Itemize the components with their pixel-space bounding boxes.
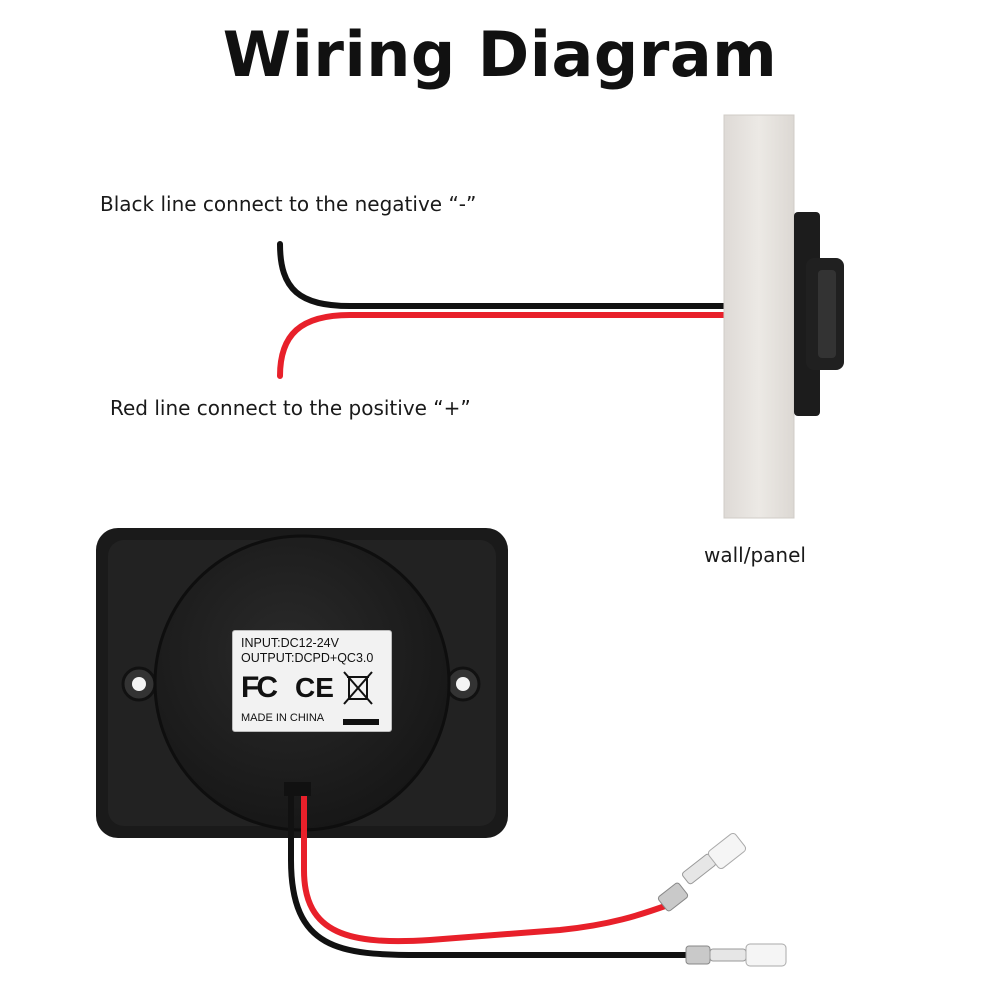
black-wire-bottom — [288, 787, 693, 958]
wall-panel-label: wall/panel — [704, 543, 806, 567]
red-wire-bottom — [301, 787, 671, 945]
weee-bar — [343, 719, 379, 725]
fc-logo: FC — [241, 671, 278, 704]
red-wire-top — [277, 312, 803, 379]
wall-panel — [723, 114, 795, 519]
red-wire-terminal — [657, 832, 747, 912]
red-line-label: Red line connect to the positive “+” — [110, 396, 471, 420]
product-label-sticker: INPUT:DC12-24V OUTPUT:DCPD+QC3.0 FC CE M… — [232, 630, 392, 732]
black-wire-terminal — [685, 943, 787, 967]
weee-bin-icon — [343, 671, 373, 705]
black-line-label: Black line connect to the negative “-” — [100, 192, 477, 216]
output-spec: OUTPUT:DCPD+QC3.0 — [241, 651, 374, 665]
ce-logo: CE — [295, 672, 334, 703]
socket-side-view — [794, 212, 844, 416]
input-spec: INPUT:DC12-24V — [241, 636, 339, 650]
made-in-text: MADE IN CHINA — [241, 712, 325, 724]
diagram-title: Wiring Diagram — [222, 18, 778, 91]
black-wire-top — [277, 241, 803, 309]
